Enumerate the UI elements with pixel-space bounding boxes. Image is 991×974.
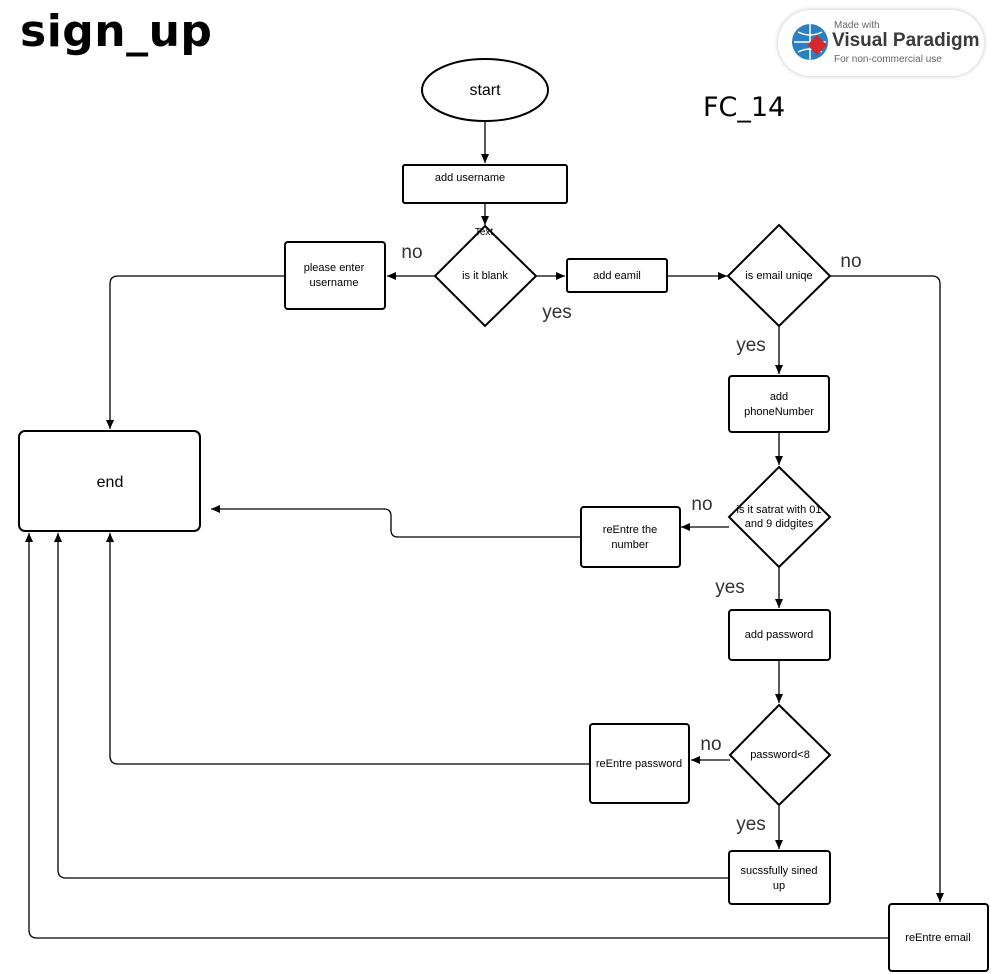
please-enter-box [284,241,386,310]
reentre-password-label: reEntre password [596,758,682,770]
page-title: sign_up [20,6,213,57]
edge-success-to-end [54,533,729,879]
phone-check-label-1: is it satrat with 01 [737,504,822,516]
password-check-label: password<8 [750,749,810,761]
reentre-password-box [589,723,690,804]
add-email-label: add eamil [593,270,641,282]
reentre-email-label: reEntre email [905,932,970,944]
password-check-decision [728,703,832,807]
edge-please-enter-to-end [106,275,285,429]
success-label-2: up [773,880,785,892]
please-enter-label-2: username [310,277,359,289]
phone-check-label-2: and 9 didgites [745,518,814,530]
add-email-box [566,258,668,293]
add-phone-box [728,375,830,433]
add-phone-label-2: phoneNumber [744,406,814,418]
badge-brand: Visual Paradigm [832,30,980,51]
email-no-label: no [840,251,861,272]
add-password-box [728,609,831,661]
add-password-label: add password [745,629,814,641]
success-label-1: sucssfully sined [740,865,817,877]
add-username-box [402,164,568,204]
start-label: start [469,82,501,99]
phone-no-label: no [691,494,712,515]
add-username-label: add username [435,172,505,184]
text-label: Text [475,227,494,238]
badge-made-with: Made with [834,20,880,31]
email-unique-decision [726,223,832,328]
is-blank-decision [433,224,538,328]
visual-paradigm-logo-icon [792,24,828,60]
success-box [728,850,831,905]
email-yes-label: yes [736,335,766,356]
edge-reentre-email-to-end [25,533,889,939]
reentre-email-box [888,903,989,972]
badge-usage: For non-commercial use [834,54,942,65]
blank-yes-label: yes [542,302,572,323]
edge-reentre-password-to-end [106,533,590,765]
please-enter-label-1: please enter [304,262,365,274]
reentre-number-label-1: reEntre the [603,524,657,536]
add-phone-label-1: add [770,391,788,403]
start-node [421,58,549,122]
end-label: end [97,474,124,491]
is-blank-label: is it blank [462,270,508,282]
blank-no-label: no [401,242,422,263]
reentre-number-label-2: number [611,539,649,551]
edge-reentre-number-to-end [211,505,581,538]
phone-check-decision [727,465,832,569]
edge-unique-no [830,275,944,902]
visual-paradigm-badge: Made with Visual Paradigm For non-commer… [778,10,984,76]
diagram-id: FC_14 [703,92,786,123]
password-no-label: no [700,734,721,755]
password-yes-label: yes [736,814,766,835]
end-node [18,430,201,532]
phone-yes-label: yes [715,577,745,598]
email-unique-label: is email uniqe [745,270,812,282]
reentre-number-box [580,506,681,568]
